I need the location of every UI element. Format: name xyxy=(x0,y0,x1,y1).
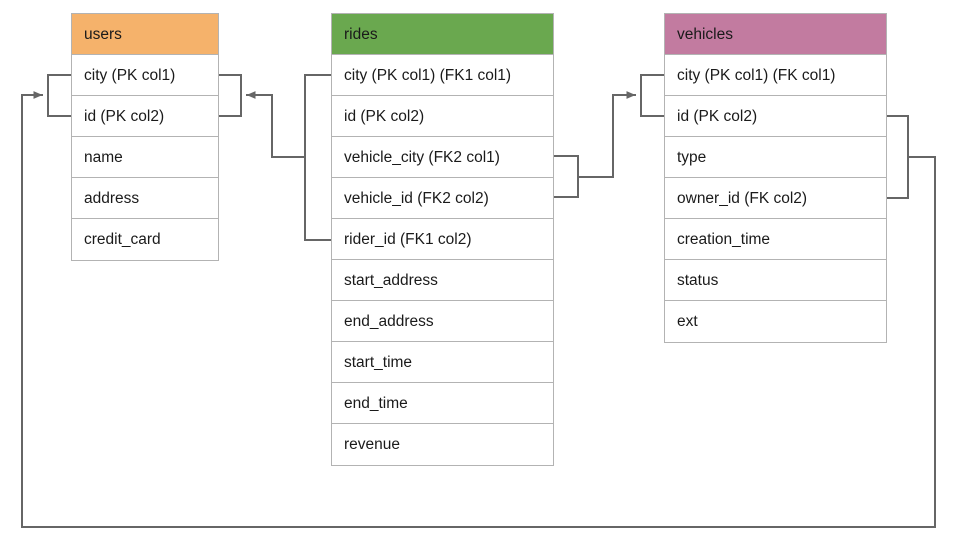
entity-vehicles-column-type[interactable]: type xyxy=(665,137,886,178)
rides-left-fk1-bracket xyxy=(304,74,332,241)
vehicles-left-pk-bracket xyxy=(640,74,665,117)
vehicles-right-fk-bracket xyxy=(886,115,909,199)
users-left-pk-bracket xyxy=(47,74,72,117)
edge-fk1-rides-to-users xyxy=(246,91,306,158)
entity-rides-column-start-time[interactable]: start_time xyxy=(332,342,553,383)
entity-vehicles-column-owner-id[interactable]: owner_id (FK col2) xyxy=(665,178,886,219)
entity-rides-column-start-address[interactable]: start_address xyxy=(332,260,553,301)
entity-users-title: users xyxy=(72,14,218,55)
entity-rides-column-rider-id[interactable]: rider_id (FK1 col2) xyxy=(332,219,553,260)
entity-users-column-id[interactable]: id (PK col2) xyxy=(72,96,218,137)
entity-users[interactable]: users city (PK col1) id (PK col2) name a… xyxy=(71,13,219,261)
entity-rides-column-revenue[interactable]: revenue xyxy=(332,424,553,465)
entity-vehicles-column-creation-time[interactable]: creation_time xyxy=(665,219,886,260)
entity-rides-column-vehicle-id[interactable]: vehicle_id (FK2 col2) xyxy=(332,178,553,219)
entity-users-column-city[interactable]: city (PK col1) xyxy=(72,55,218,96)
entity-vehicles-title: vehicles xyxy=(665,14,886,55)
entity-rides-column-end-address[interactable]: end_address xyxy=(332,301,553,342)
entity-users-column-address[interactable]: address xyxy=(72,178,218,219)
users-right-pk-bracket xyxy=(218,74,242,117)
entity-vehicles-column-id[interactable]: id (PK col2) xyxy=(665,96,886,137)
entity-vehicles[interactable]: vehicles city (PK col1) (FK col1) id (PK… xyxy=(664,13,887,343)
entity-rides-column-id[interactable]: id (PK col2) xyxy=(332,96,553,137)
entity-vehicles-column-ext[interactable]: ext xyxy=(665,301,886,342)
entity-rides-column-city[interactable]: city (PK col1) (FK1 col1) xyxy=(332,55,553,96)
entity-users-column-credit-card[interactable]: credit_card xyxy=(72,219,218,260)
entity-vehicles-column-status[interactable]: status xyxy=(665,260,886,301)
edge-fk2-rides-to-vehicles xyxy=(577,91,636,178)
entity-vehicles-column-city[interactable]: city (PK col1) (FK col1) xyxy=(665,55,886,96)
entity-rides-title: rides xyxy=(332,14,553,55)
entity-rides[interactable]: rides city (PK col1) (FK1 col1) id (PK c… xyxy=(331,13,554,466)
entity-rides-column-end-time[interactable]: end_time xyxy=(332,383,553,424)
entity-rides-column-vehicle-city[interactable]: vehicle_city (FK2 col1) xyxy=(332,137,553,178)
rides-right-fk2-bracket xyxy=(553,155,579,198)
entity-users-column-name[interactable]: name xyxy=(72,137,218,178)
